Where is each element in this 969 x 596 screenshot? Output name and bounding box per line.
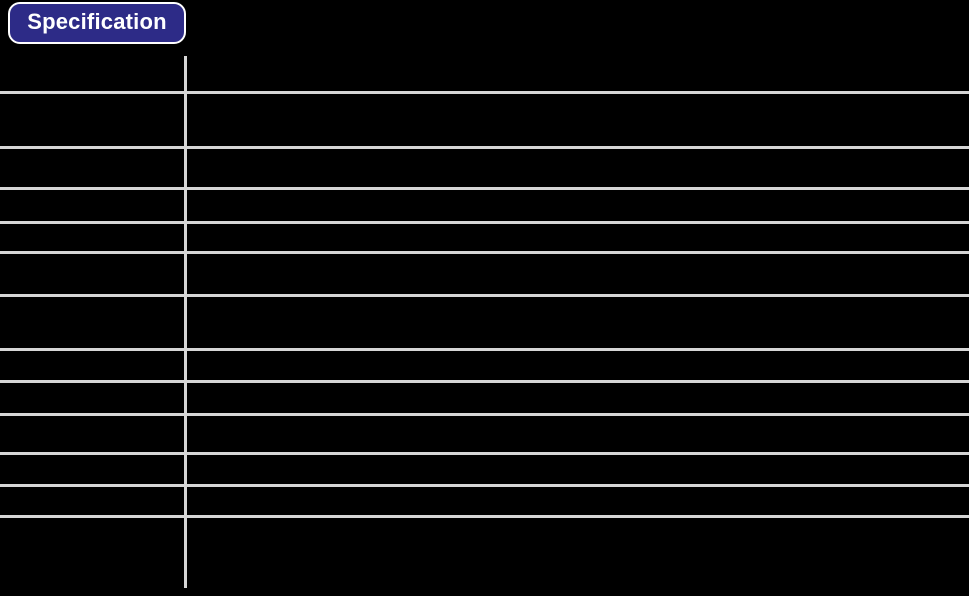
table-row <box>0 348 969 380</box>
table-row <box>0 515 969 590</box>
spec-value-cell <box>184 94 969 146</box>
spec-label-cell <box>0 383 184 413</box>
table-row <box>0 484 969 515</box>
spec-label-cell <box>0 56 184 91</box>
spec-label-cell <box>0 254 184 294</box>
table-row <box>0 452 969 484</box>
spec-value-cell <box>184 254 969 294</box>
spec-value-cell <box>184 518 969 590</box>
table-row <box>0 91 969 146</box>
table-row <box>0 413 969 452</box>
spec-label-cell <box>0 416 184 452</box>
spec-label-cell <box>0 190 184 221</box>
spec-value-cell <box>184 487 969 515</box>
spec-table <box>0 56 969 590</box>
spec-value-cell <box>184 149 969 187</box>
table-row <box>0 380 969 413</box>
spec-label-cell <box>0 149 184 187</box>
spec-label-cell <box>0 351 184 380</box>
table-column-divider <box>184 56 187 588</box>
spec-value-cell <box>184 416 969 452</box>
spec-value-cell <box>184 351 969 380</box>
spec-label-cell <box>0 297 184 348</box>
specification-badge: Specification <box>8 2 186 44</box>
spec-label-cell <box>0 487 184 515</box>
specification-badge-label: Specification <box>27 9 167 34</box>
table-row <box>0 187 969 221</box>
spec-label-cell <box>0 224 184 251</box>
table-row <box>0 146 969 187</box>
spec-value-cell <box>184 455 969 484</box>
table-row <box>0 251 969 294</box>
spec-value-cell <box>184 383 969 413</box>
spec-value-cell <box>184 190 969 221</box>
table-row <box>0 56 969 91</box>
spec-label-cell <box>0 94 184 146</box>
table-row <box>0 221 969 251</box>
spec-label-cell <box>0 518 184 590</box>
spec-label-cell <box>0 455 184 484</box>
spec-value-cell <box>184 224 969 251</box>
spec-value-cell <box>184 297 969 348</box>
spec-value-cell <box>184 56 969 91</box>
table-row <box>0 294 969 348</box>
